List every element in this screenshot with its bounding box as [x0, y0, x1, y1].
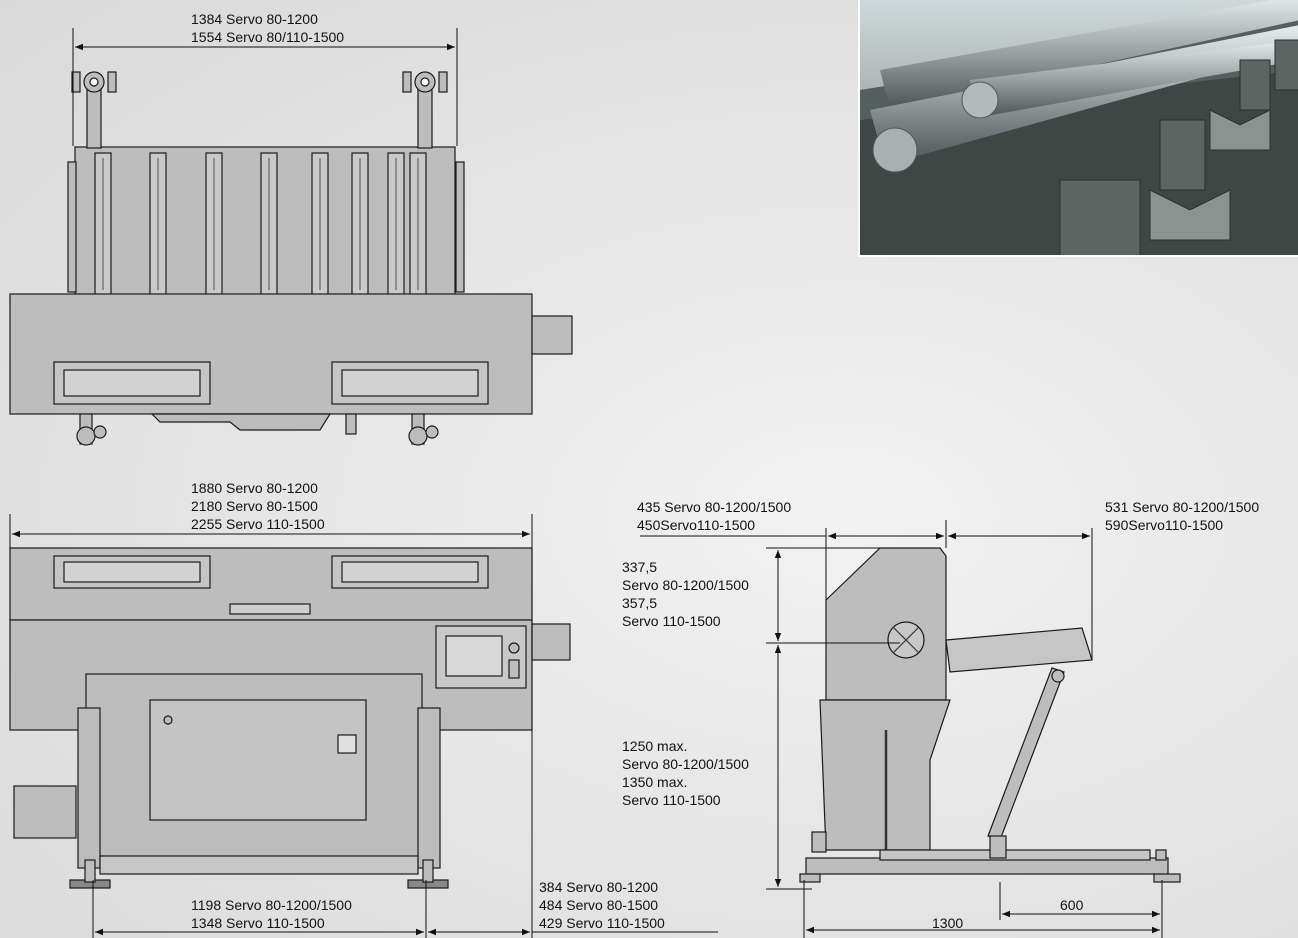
label-rear-depth-1: 435 Servo 80-1200/1500 [637, 499, 792, 515]
side-view [799, 547, 1181, 883]
side-view-head [825, 547, 947, 701]
product-photo [858, 0, 1298, 257]
label-top-width-2: 1554 Servo 80/110-1500 [191, 29, 345, 45]
side-view-loading-tray [945, 627, 1093, 673]
top-view-foot-right [408, 413, 439, 446]
label-front-length-3: 2255 Servo 110-1500 [191, 516, 325, 532]
label-front-depth-1: 531 Servo 80-1200/1500 [1105, 499, 1260, 515]
v-support-rollers [1059, 39, 1298, 255]
label-upper-height-4: Servo 110-1500 [622, 613, 721, 629]
label-top-width-1: 1384 Servo 80-1200 [191, 11, 318, 27]
label-end-offset-1: 384 Servo 80-1200 [539, 879, 659, 895]
front-view-cabinet-door [149, 699, 367, 821]
label-end-offset-2: 484 Servo 80-1500 [539, 897, 659, 913]
label-end-offset-3: 429 Servo 110-1500 [539, 915, 665, 931]
label-center-height-2: Servo 80-1200/1500 [622, 756, 749, 772]
label-front-length-2: 2180 Servo 80-1500 [191, 498, 318, 514]
label-front-depth-2: 590Servo110-1500 [1105, 517, 1224, 533]
label-foot-offset: 600 [1060, 897, 1084, 913]
label-upper-height-1: 337,5 [622, 559, 658, 575]
label-center-height-1: 1250 max. [622, 738, 688, 754]
main-switch-icon [337, 734, 357, 754]
top-view-lifting-eye-left [71, 71, 117, 149]
label-leg-spacing-1: 1198 Servo 80-1200/1500 [191, 897, 352, 913]
label-center-height-4: Servo 110-1500 [622, 792, 721, 808]
top-view-lifting-eye-right [402, 71, 448, 149]
front-view [9, 547, 571, 889]
side-view-strut [987, 667, 1065, 841]
dimension-lines [9, 28, 1163, 938]
label-leg-spacing-2: 1348 Servo 110-1500 [191, 915, 325, 931]
label-base-length: 1300 [932, 915, 964, 931]
top-view [9, 71, 573, 446]
top-view-foot-left [76, 413, 107, 446]
front-view-control-panel [435, 625, 527, 689]
label-front-length-1: 1880 Servo 80-1200 [191, 480, 318, 496]
steel-bars [870, 0, 1298, 173]
label-upper-height-2: Servo 80-1200/1500 [622, 577, 749, 593]
label-upper-height-3: 357,5 [622, 595, 658, 611]
front-view-side-box [13, 785, 77, 839]
label-center-height-3: 1350 max. [622, 774, 688, 790]
label-rear-depth-2: 450Servo110-1500 [637, 517, 756, 533]
